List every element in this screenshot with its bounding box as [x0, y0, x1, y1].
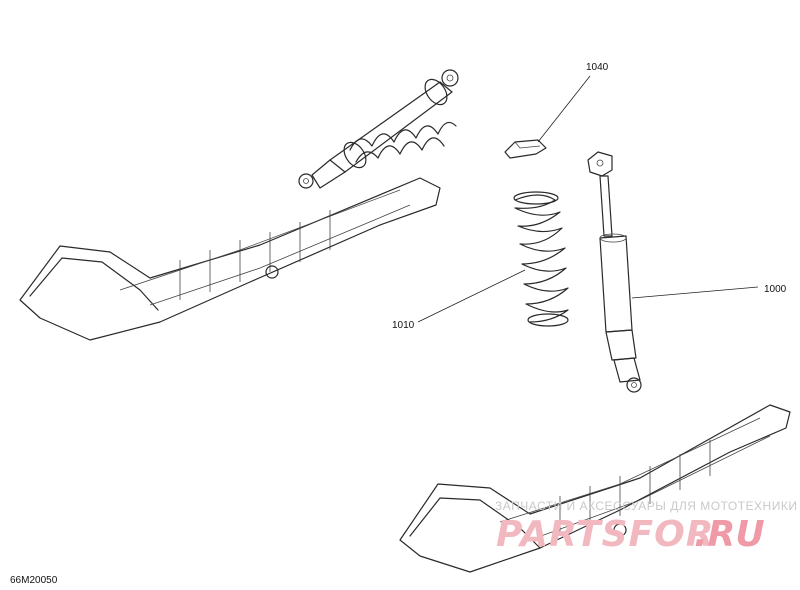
diagram-reference-code: 66M20050 [10, 575, 58, 586]
callout-leader-1040 [537, 75, 591, 143]
callout-1000: 1000 [764, 284, 787, 295]
left-ski [19, 177, 441, 341]
assembled-shock-absorber [298, 69, 459, 189]
watermark-domain: .RU [694, 514, 765, 555]
shock-absorber-1000 [587, 151, 642, 393]
watermark-brand: PARTSFOR [496, 514, 714, 555]
callout-leader-1010 [417, 269, 526, 323]
right-ski [399, 404, 791, 573]
callout-1040: 1040 [586, 62, 609, 73]
callout-leader-1000 [631, 286, 759, 299]
watermark-tagline: ЗАПЧАСТИ И АКСЕССУАРЫ ДЛЯ МОТОТЕХНИКИ [495, 499, 797, 513]
coil-spring-1010 [513, 191, 569, 327]
watermark: ЗАПЧАСТИ И АКСЕССУАРЫ ДЛЯ МОТОТЕХНИКИ PA… [495, 499, 797, 555]
spring-cap-1040 [504, 139, 547, 159]
callout-1010: 1010 [392, 320, 415, 331]
